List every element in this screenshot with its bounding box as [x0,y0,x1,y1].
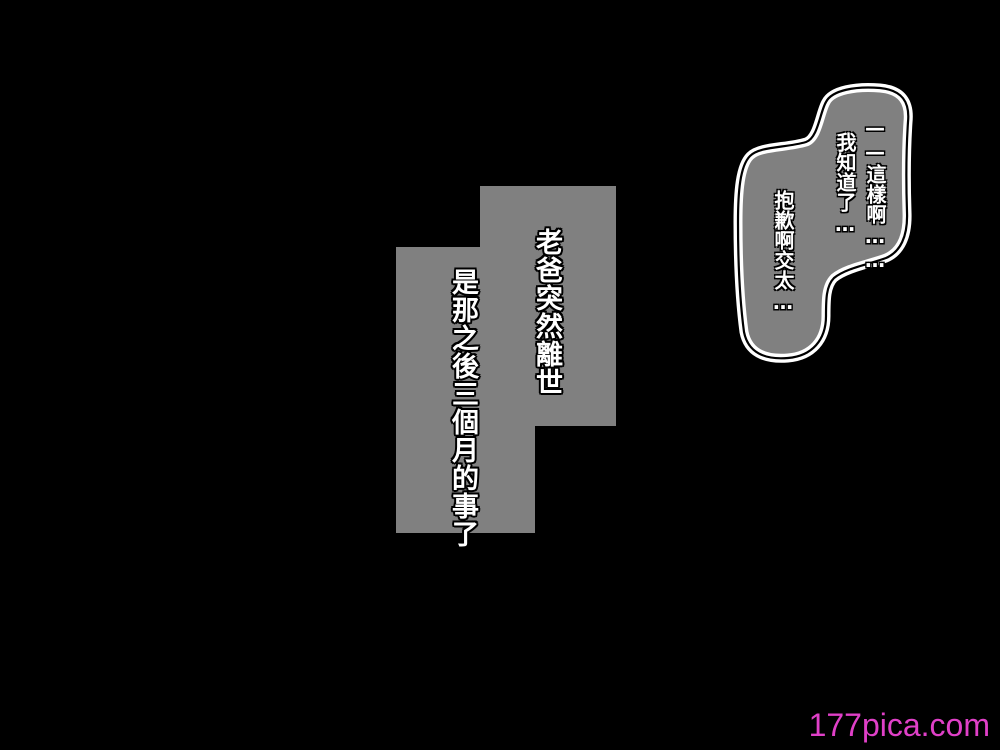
caption-line-1: 老爸突然離世 [530,227,562,396]
bubble-line-2: 我知道了… [832,131,857,236]
speech-bubble [733,83,913,363]
caption-line-2: 是那之後三個月的事了 [446,267,478,548]
site-watermark: 177pica.com [808,707,990,743]
caption-box-lower [396,247,535,533]
bubble-line-3: 抱歉啊交太… [770,189,795,314]
bubble-line-1: ——這樣啊…… [862,115,887,272]
